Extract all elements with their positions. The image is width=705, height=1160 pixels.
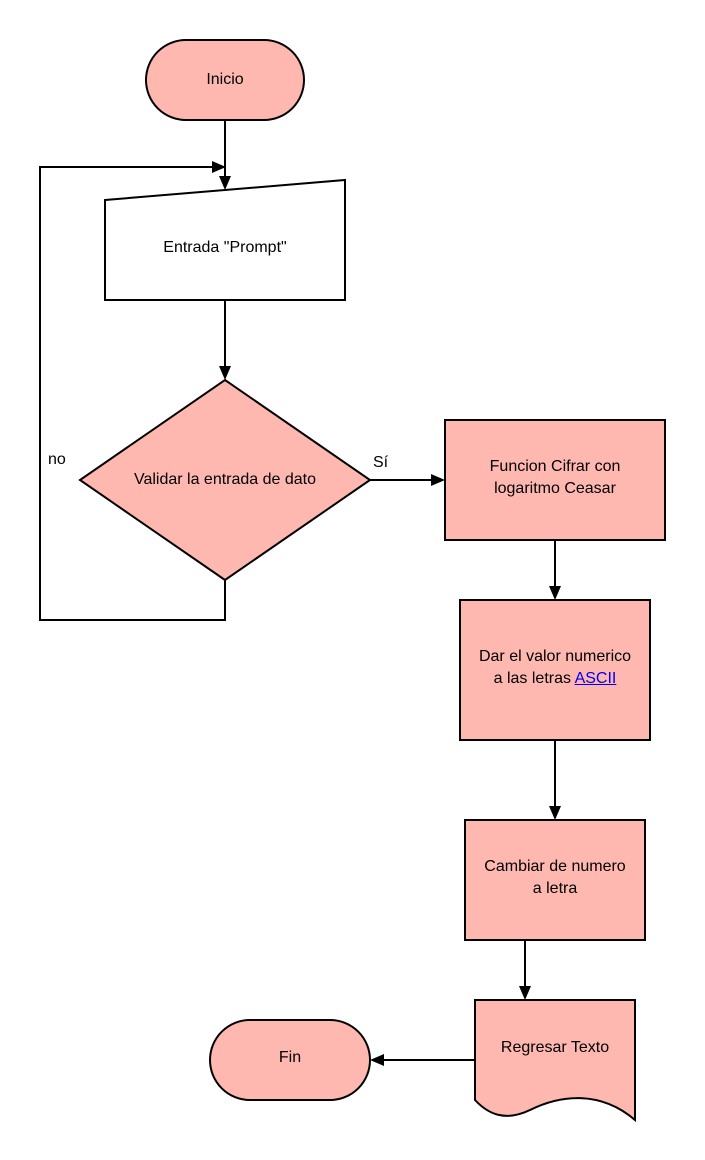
end-terminal: Fin (210, 1020, 370, 1096)
process-cambiar-node: Cambiar de numero a letra (465, 820, 645, 935)
process-cifrar-label-line1: Funcion Cifrar con (489, 457, 621, 475)
end-terminal-shape (209, 1019, 371, 1101)
process-cifrar-shape (444, 419, 666, 541)
edge-loop-no (39, 166, 226, 621)
process-valor-shape (459, 599, 651, 741)
input-prompt-label: Entrada "Prompt" (163, 238, 287, 256)
document-node: Regresar Texto (475, 1030, 635, 1066)
process-cifrar-node: Funcion Cifrar con logaritmo Ceasar (445, 420, 665, 535)
process-cambiar-label-line1: Cambiar de numero (484, 857, 626, 875)
arrowhead-regresar-fin (370, 1054, 384, 1066)
process-cambiar-shape (464, 819, 646, 941)
manual-input-shape (104, 178, 346, 301)
decision-diamond-shape (78, 378, 372, 582)
arrowhead-loop-no (212, 161, 226, 173)
arrowhead-cifrar-valor (549, 586, 561, 600)
process-cambiar-label-line2: a letra (532, 879, 578, 897)
document-shape (474, 999, 636, 1123)
process-cifrar-label-line2: logaritmo Ceasar (494, 479, 616, 497)
edge-label-si: Sí (373, 454, 389, 471)
arrowhead-inicio-entrada (219, 176, 231, 190)
start-terminal: Inicio (146, 40, 304, 120)
start-terminal-shape (145, 39, 305, 121)
process-valor-label-line1: Dar el valor numerico (478, 647, 632, 665)
arrowhead-entrada-validar (219, 366, 231, 380)
input-prompt-node: Entrada "Prompt" (105, 190, 345, 305)
decision-label: Validar la entrada de dato (133, 471, 317, 488)
document-label: Regresar Texto (500, 1039, 610, 1056)
end-label: Fin (278, 1049, 302, 1066)
ascii-link[interactable]: ASCII (574, 669, 617, 687)
start-label: Inicio (206, 71, 244, 88)
arrowhead-valor-cambiar (549, 806, 561, 820)
decision-node: Validar la entrada de dato (95, 440, 355, 520)
process-valor-label-line2: a las letras ASCII (494, 668, 617, 690)
process-valor-label-line2-prefix: a las letras (493, 669, 575, 687)
arrowhead-validar-cifrar (431, 474, 445, 486)
edge-label-no: no (48, 451, 66, 468)
arrowhead-cambiar-regresar (519, 986, 531, 1000)
process-valor-node: Dar el valor numerico a las letras ASCII (460, 600, 650, 735)
